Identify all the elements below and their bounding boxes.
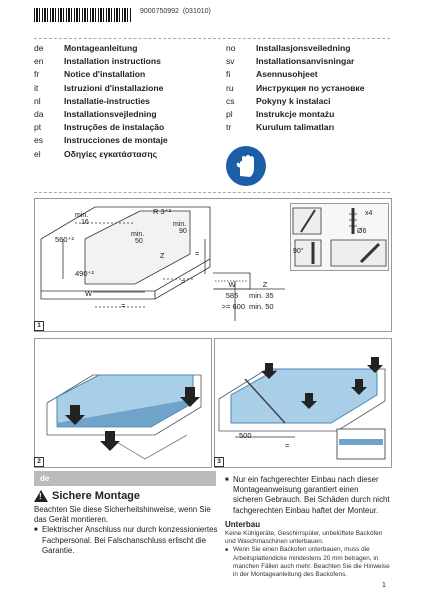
- sub-text: Keine Kühlgeräte, Geschirrspüler, unbelü…: [225, 530, 383, 546]
- header-divider: [34, 38, 390, 39]
- table-row: 585 min. 35: [225, 291, 274, 300]
- dim-w-label: W: [85, 289, 93, 298]
- figure-number: 3: [214, 457, 224, 467]
- figure-number: 1: [34, 321, 44, 331]
- angle-label: 90°: [293, 248, 304, 255]
- dim-equal-label: =: [195, 249, 200, 258]
- tools-drawing: [292, 207, 387, 267]
- dim-min16-label: min.16: [75, 212, 89, 226]
- dim-500-label: 500: [239, 431, 252, 440]
- dimension-table: W Z 585 min. 35 >= 600 min. 50: [219, 279, 289, 312]
- dim-490-label: 490⁺²: [75, 269, 94, 278]
- figure-2: 2: [34, 338, 212, 468]
- figure-3-drawing: [218, 357, 386, 460]
- figure-1-drawing: [40, 206, 285, 321]
- drill-size-label: Ø6: [357, 228, 367, 235]
- dim-z-label: Z: [160, 251, 165, 260]
- screw-count-label: x4: [365, 210, 373, 217]
- wear-gloves-icon: [226, 146, 266, 186]
- table-row: >= 600 min. 50: [221, 302, 274, 311]
- figure-2-drawing: [46, 374, 202, 460]
- warning-icon: !: [34, 490, 48, 502]
- list-item: ■ Wenn Sie einen Backofen unterbauen, mu…: [225, 546, 390, 579]
- dim-equal-label: =: [181, 277, 186, 286]
- document-number: 9000750992 (031010): [140, 8, 211, 15]
- section-heading: ! Sichere Montage: [34, 490, 140, 502]
- table-row: W Z: [228, 280, 268, 289]
- subheading: Unterbau: [225, 519, 261, 529]
- list-item: ■ Elektrischer Anschluss nur durch konze…: [34, 525, 218, 555]
- section-divider: [34, 192, 390, 193]
- dim-equal-label: =: [121, 301, 126, 310]
- dim-equal-label: =: [285, 441, 290, 450]
- dim-560-label: 560⁺²: [55, 235, 74, 244]
- dim-min50-label: min.50: [131, 231, 145, 245]
- dim-radius-label: R 3⁺²: [153, 207, 172, 216]
- barcode: [34, 8, 132, 22]
- language-badge: de: [34, 471, 216, 486]
- list-item: ■ Nur ein fachgerechter Einbau nach dies…: [225, 475, 390, 515]
- tools-panel: x4 Ø6 90°: [290, 203, 389, 271]
- intro-paragraph: Beachten Sie diese Sicherheitshinweise, …: [34, 505, 211, 525]
- figure-number: 2: [34, 457, 44, 467]
- figure-3: 500 = 3: [214, 338, 392, 468]
- safety-text-right: ■ Nur ein fachgerechter Einbau nach dies…: [225, 475, 390, 579]
- figure-1: min.16 R 3⁺² min.90 min.50 560⁺² 490⁺² Z…: [34, 198, 392, 332]
- safety-text-left: Beachten Sie diese Sicherheitshinweise, …: [34, 505, 219, 556]
- page-number: 1: [382, 582, 386, 589]
- dim-min90-label: min.90: [173, 221, 187, 235]
